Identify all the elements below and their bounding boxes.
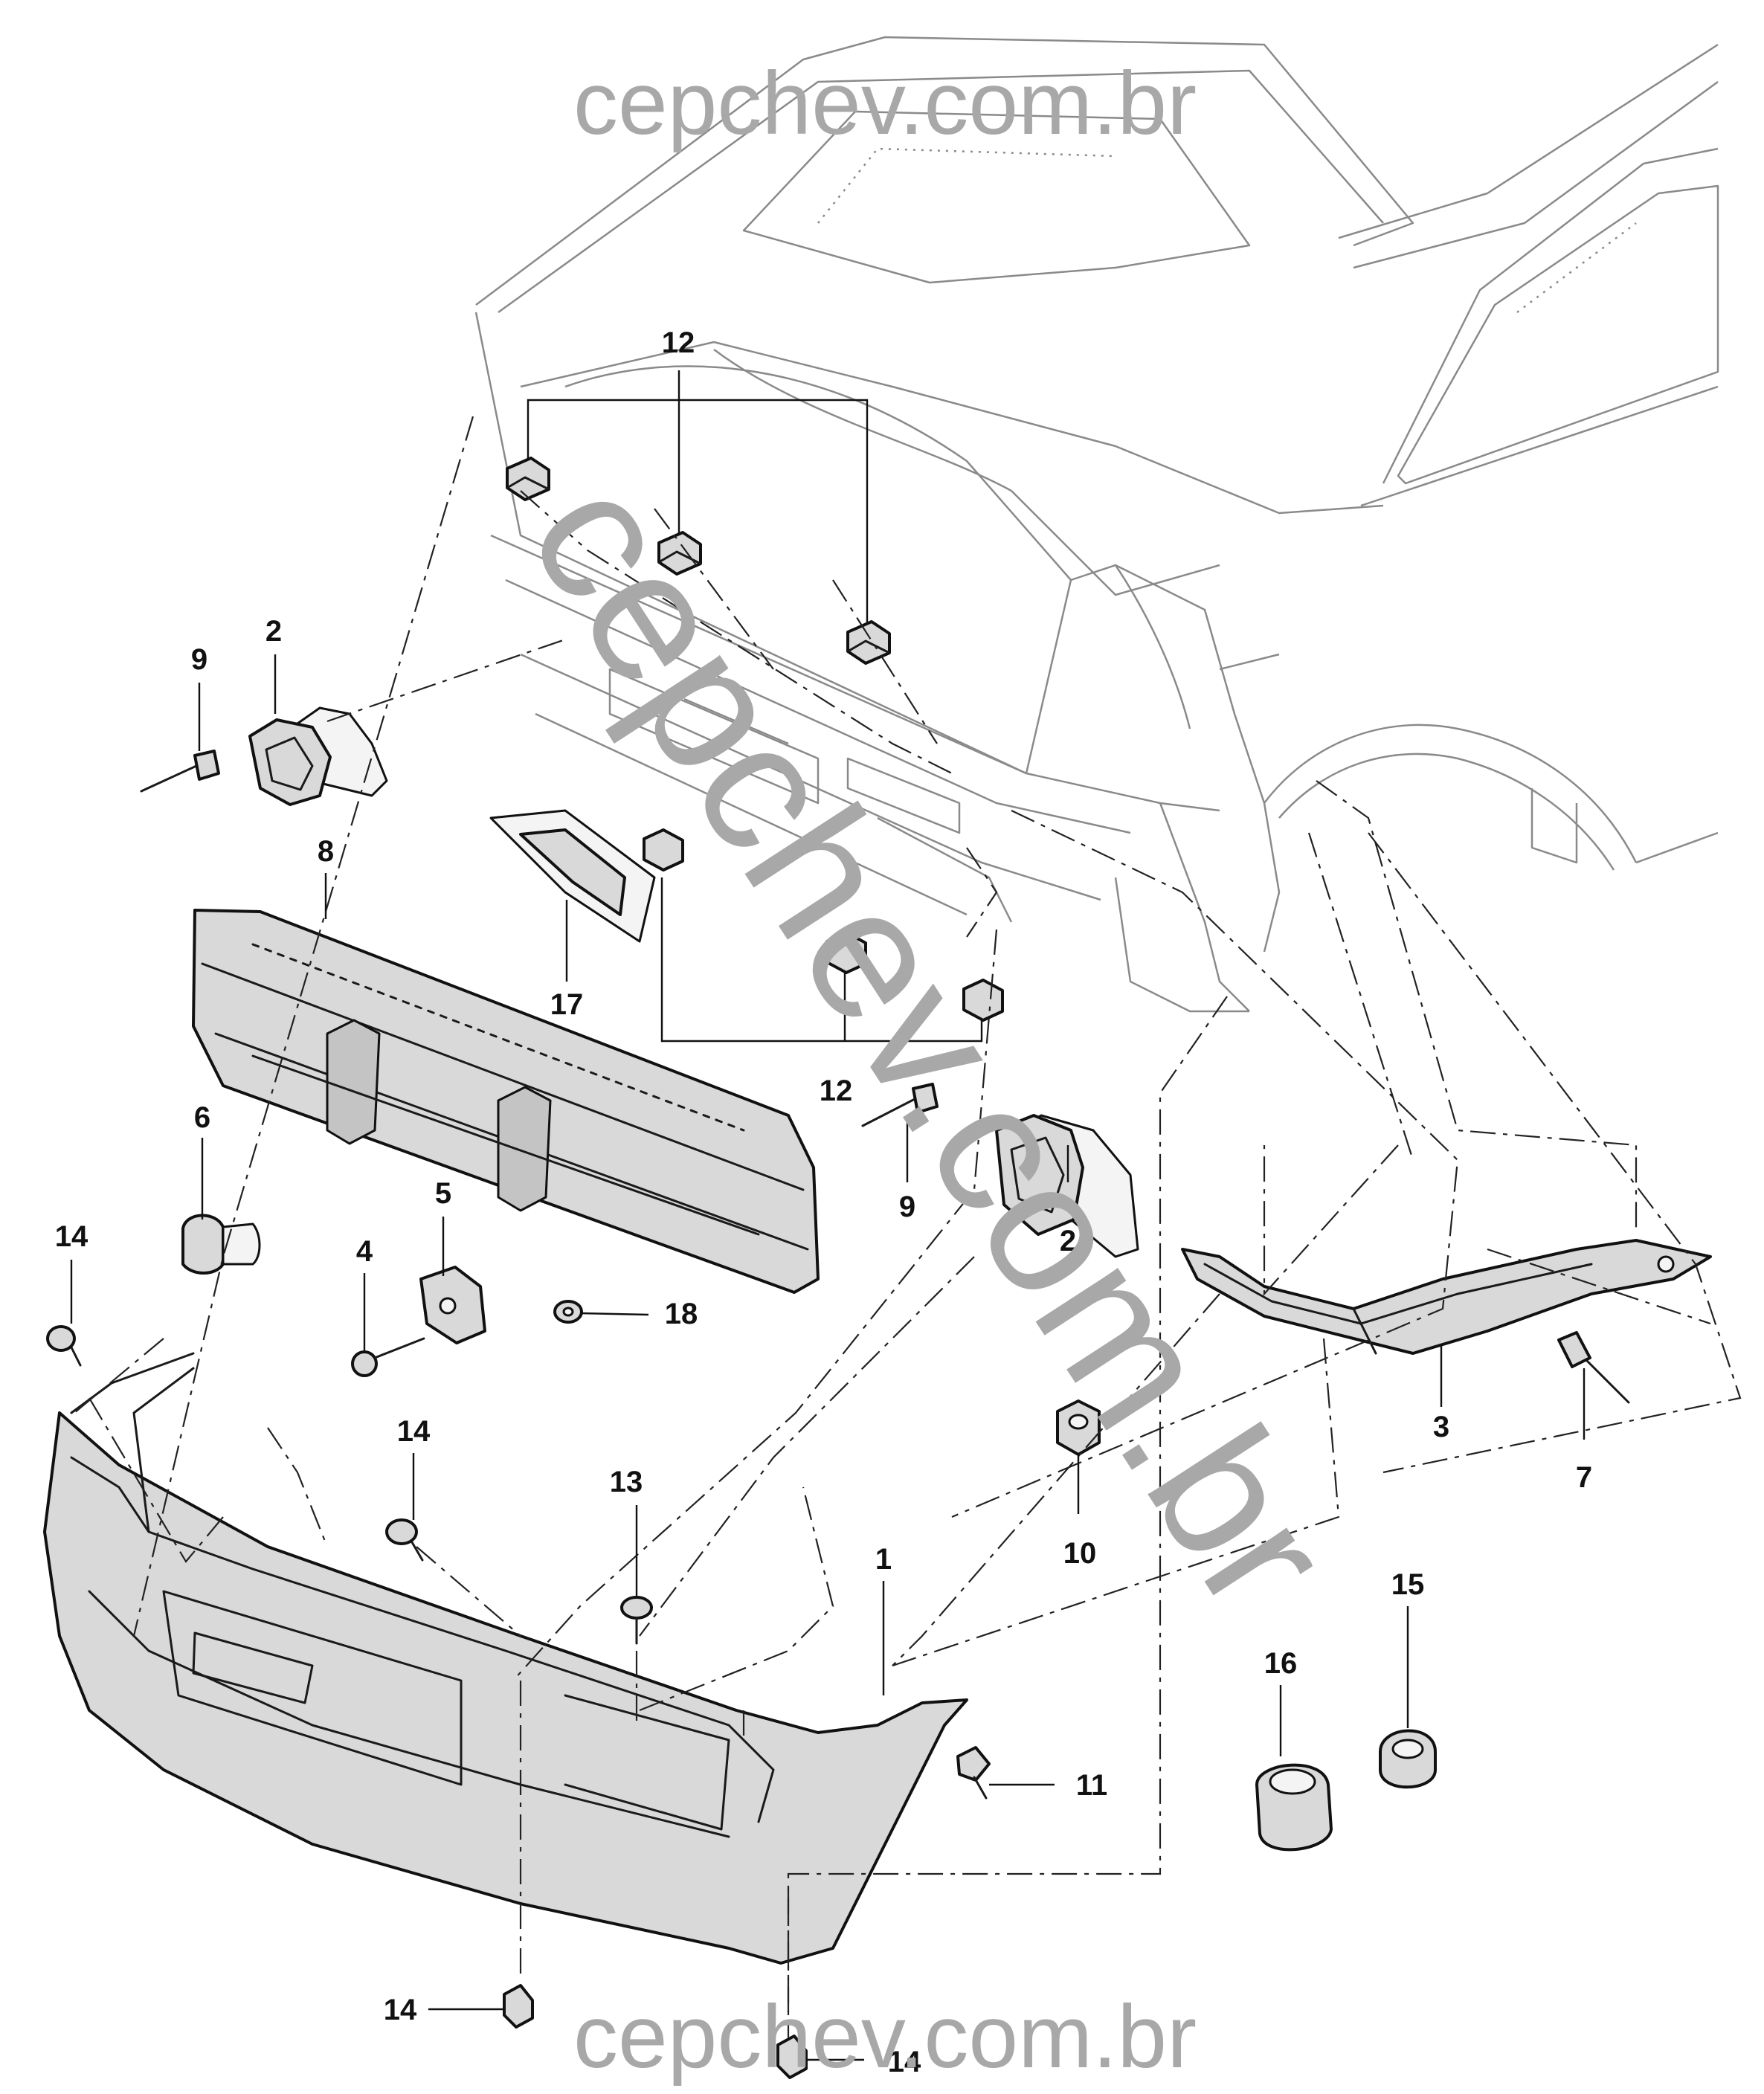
callout-7: 7: [1576, 1461, 1592, 1494]
callout-labels: 12 9 2 8 17 12 6 5 4 18 14 9 2 3 7 10 14…: [55, 326, 1592, 2078]
callout-2-right: 2: [1060, 1225, 1076, 1257]
part-4-screw: [351, 1337, 425, 1377]
part-18-nut: [553, 1300, 583, 1324]
clip-nut-12a: [506, 457, 550, 501]
callout-10: 10: [1063, 1537, 1097, 1570]
callout-9-left: 9: [191, 643, 207, 676]
callout-13: 13: [610, 1466, 643, 1498]
part-2-left-mount-bracket: [248, 706, 388, 806]
part-16-bushing: [1255, 1763, 1333, 1852]
part-10-hex-nut: [1056, 1399, 1101, 1456]
part-14-screw-mid: [385, 1518, 424, 1562]
callout-leaders: [70, 654, 1586, 2061]
part-14-screw-bottom-left: [503, 1984, 534, 2029]
callout-8: 8: [318, 835, 334, 868]
part-2-right-mount-bracket: [995, 1114, 1139, 1258]
callout-2-left: 2: [265, 615, 282, 648]
callout-14-mid: 14: [397, 1415, 431, 1448]
callout-18: 18: [665, 1298, 698, 1330]
part-1-bumper-cover: [43, 1352, 968, 1965]
part-13-screw: [620, 1596, 653, 1645]
callout-11: 11: [1076, 1769, 1107, 1802]
part-9-rivet-left: [140, 750, 220, 793]
watermark-bottom: cepchev.com.br: [573, 1987, 1197, 2087]
part-14-screw-bottom-right: [776, 2035, 808, 2079]
callout-12-bottom: 12: [820, 1075, 853, 1107]
part-9-rivet-right: [861, 1083, 939, 1127]
part-12-lower-clips: [643, 828, 1004, 1043]
clip-nut-12e: [825, 931, 867, 974]
watermark-top: cepchev.com.br: [573, 54, 1197, 153]
callout-4: 4: [356, 1235, 373, 1268]
watermark-diagonal: cepchev.com.br: [491, 442, 1372, 1644]
callout-17: 17: [550, 988, 584, 1021]
callout-1: 1: [875, 1543, 892, 1576]
callout-16: 16: [1264, 1647, 1298, 1680]
part-15-bushing: [1379, 1729, 1437, 1789]
part-8-energy-absorber: [192, 909, 820, 1294]
callout-14-bottom-left: 14: [384, 1994, 417, 2026]
part-5-retainer: [419, 1266, 486, 1344]
callout-3: 3: [1433, 1411, 1449, 1443]
part-11-screw: [956, 1746, 991, 1800]
callout-12-top: 12: [662, 326, 695, 359]
clip-nut-12d: [643, 828, 684, 872]
part-7-rivet: [1557, 1331, 1630, 1404]
callout-5: 5: [435, 1177, 451, 1210]
part-14-screw-upper-left: [46, 1325, 82, 1367]
callout-9-right: 9: [899, 1191, 915, 1223]
clip-nut-12f: [962, 979, 1004, 1022]
part-17-license-bracket: [489, 809, 656, 943]
callout-14-upper-left: 14: [55, 1220, 88, 1253]
callout-14-bottom-right: 14: [888, 2046, 921, 2078]
part-3-side-bracket: [1181, 1239, 1712, 1355]
callout-6: 6: [194, 1101, 210, 1134]
part-6-push-clip: [181, 1214, 261, 1275]
callout-15: 15: [1391, 1568, 1425, 1601]
assembly-centerlines: [74, 416, 1742, 2037]
clip-nut-12c: [846, 620, 891, 665]
part-12-upper-clips: [506, 370, 891, 665]
car-body-outline: [474, 36, 1719, 1013]
